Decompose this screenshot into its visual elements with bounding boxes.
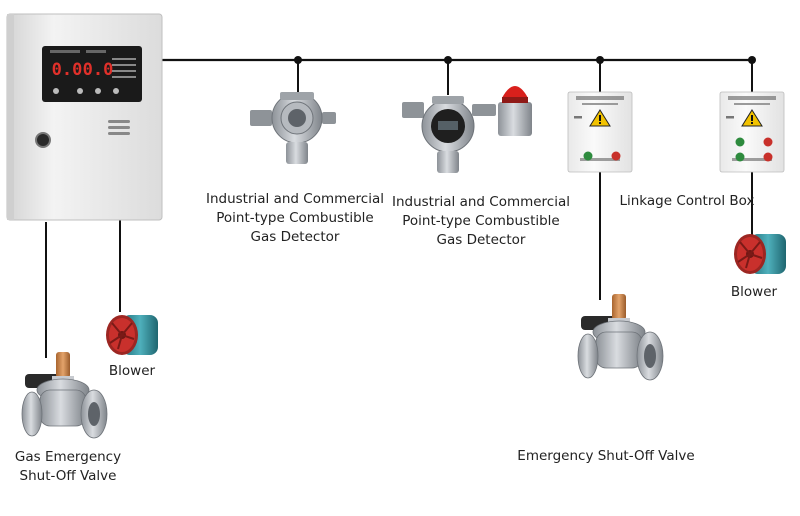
box-2-red-lamp: [763, 137, 773, 147]
gas-detector-1-icon: [250, 92, 336, 164]
box-2-red-lamp: [763, 152, 773, 162]
box-2-green-lamp: [735, 152, 745, 162]
label-valve-left: Gas Emergency Shut-Off Valve: [14, 449, 122, 484]
blower-left-icon: [105, 314, 159, 356]
shut-off-valve-left-icon: [21, 351, 108, 439]
controller-cabinet-icon: 0.0 0.0: [6, 13, 163, 221]
label-valve-right: Emergency Shut-Off Valve: [517, 448, 695, 464]
label-gas-detector-1: Industrial and Commercial Point-type Com…: [205, 191, 385, 245]
box-1-green-lamp: [583, 151, 593, 161]
box-2-green-lamp: [735, 137, 745, 147]
linkage-control-box-2-icon: [719, 91, 785, 173]
controller-digits-1: 0.0: [52, 60, 83, 80]
label-gas-detector-2: Industrial and Commercial Point-type Com…: [391, 194, 571, 248]
box-1-red-lamp: [611, 151, 621, 161]
label-blower-right: Blower: [730, 284, 778, 300]
gas-detector-2-icon: [402, 86, 532, 173]
wiring: [45, 56, 756, 358]
alarm-light-icon: [498, 86, 532, 136]
junction-dot: [748, 56, 756, 64]
label-linkage-control-box: Linkage Control Box: [619, 193, 755, 209]
junction-dot: [294, 56, 302, 64]
blower-right-icon: [733, 233, 787, 275]
junction-dot: [596, 56, 604, 64]
controller-digits-2: 0.0: [83, 60, 114, 80]
cabinet-lock-icon: [35, 132, 51, 148]
shut-off-valve-right-icon: [577, 293, 664, 381]
junction-dot: [444, 56, 452, 64]
linkage-control-box-1-icon: [567, 91, 633, 173]
label-blower-left: Blower: [108, 363, 156, 379]
